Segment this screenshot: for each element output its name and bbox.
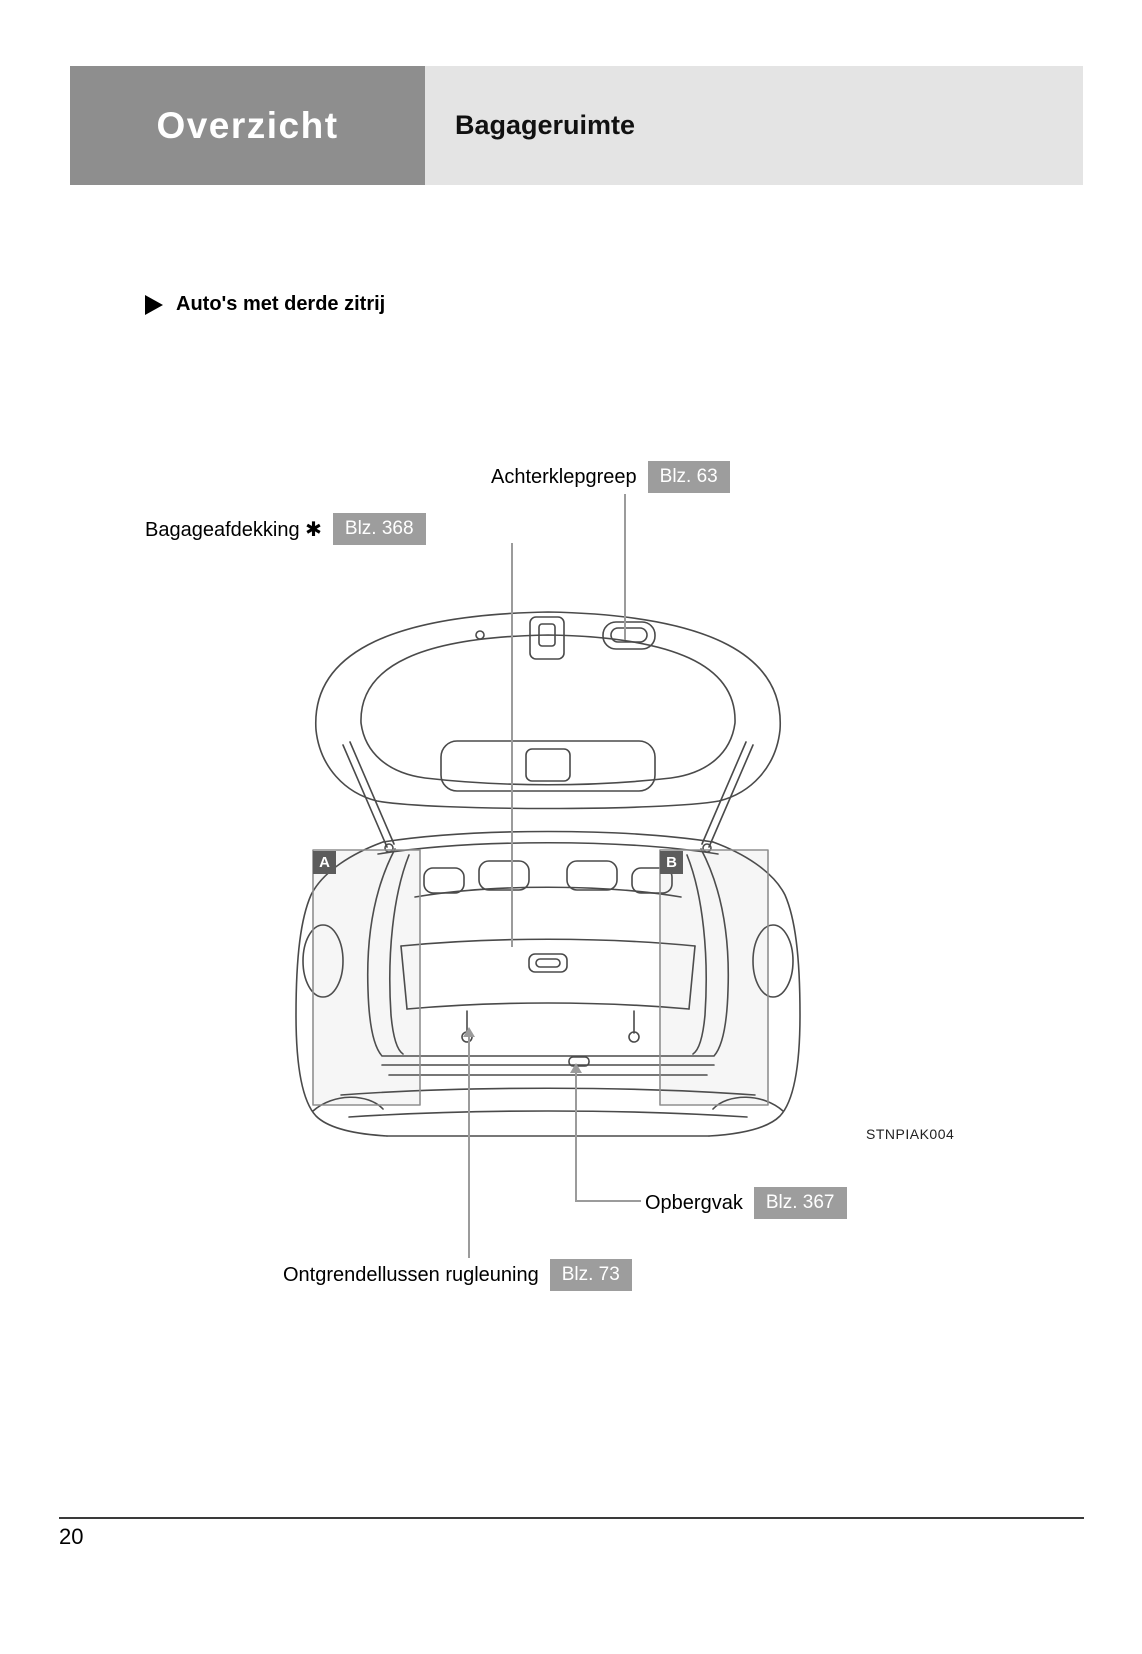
page-header: Overzicht Bagageruimte [70, 66, 1083, 185]
leader-line-ontgrendellussen [468, 1036, 470, 1258]
page-reference-badge[interactable]: Blz. 63 [647, 461, 730, 493]
vehicle-rear-illustration [283, 595, 813, 1140]
footer-rule [59, 1517, 1084, 1519]
region-marker-b: B [660, 851, 683, 874]
region-marker-a: A [313, 851, 336, 874]
vehicle-line-art [295, 611, 801, 1137]
chapter-title-bar: Bagageruimte [425, 66, 1083, 185]
callout-ontgrendellussen: Ontgrendellussen rugleuning Blz. 73 [283, 1259, 632, 1291]
callout-bagageafdekking: Bagageafdekking ✱ Blz. 368 [145, 513, 426, 545]
subheading: Auto's met derde zitrij [145, 293, 385, 316]
callout-label: Opbergvak [645, 1191, 743, 1214]
leader-arrow-ontgrendellussen [463, 1027, 475, 1037]
leader-line-opbergvak-vertical [575, 1072, 577, 1202]
page-reference-badge[interactable]: Blz. 368 [332, 513, 426, 545]
page-reference-badge[interactable]: Blz. 73 [549, 1259, 632, 1291]
triangle-bullet-icon [145, 294, 163, 315]
subheading-label: Auto's met derde zitrij [176, 293, 386, 315]
callout-opbergvak: Opbergvak Blz. 367 [645, 1187, 847, 1219]
callout-label: Ontgrendellussen rugleuning [283, 1263, 539, 1286]
callout-label: Achterklepgreep [491, 465, 637, 488]
page-number: 20 [59, 1524, 84, 1549]
leader-line-opbergvak-horizontal [575, 1200, 641, 1202]
page-reference-badge[interactable]: Blz. 367 [753, 1187, 847, 1219]
figure-code: STNPIAK004 [866, 1126, 955, 1142]
leader-arrow-opbergvak [570, 1063, 582, 1073]
section-title: Overzicht [156, 104, 339, 146]
section-title-box: Overzicht [70, 66, 425, 185]
page-title: Bagageruimte [455, 110, 636, 140]
callout-label: Bagageafdekking ✱ [145, 518, 322, 541]
leader-line-bagageafdekking [511, 543, 513, 947]
leader-line-achterklepgreep [624, 494, 626, 640]
callout-achterklepgreep: Achterklepgreep Blz. 63 [491, 461, 730, 493]
